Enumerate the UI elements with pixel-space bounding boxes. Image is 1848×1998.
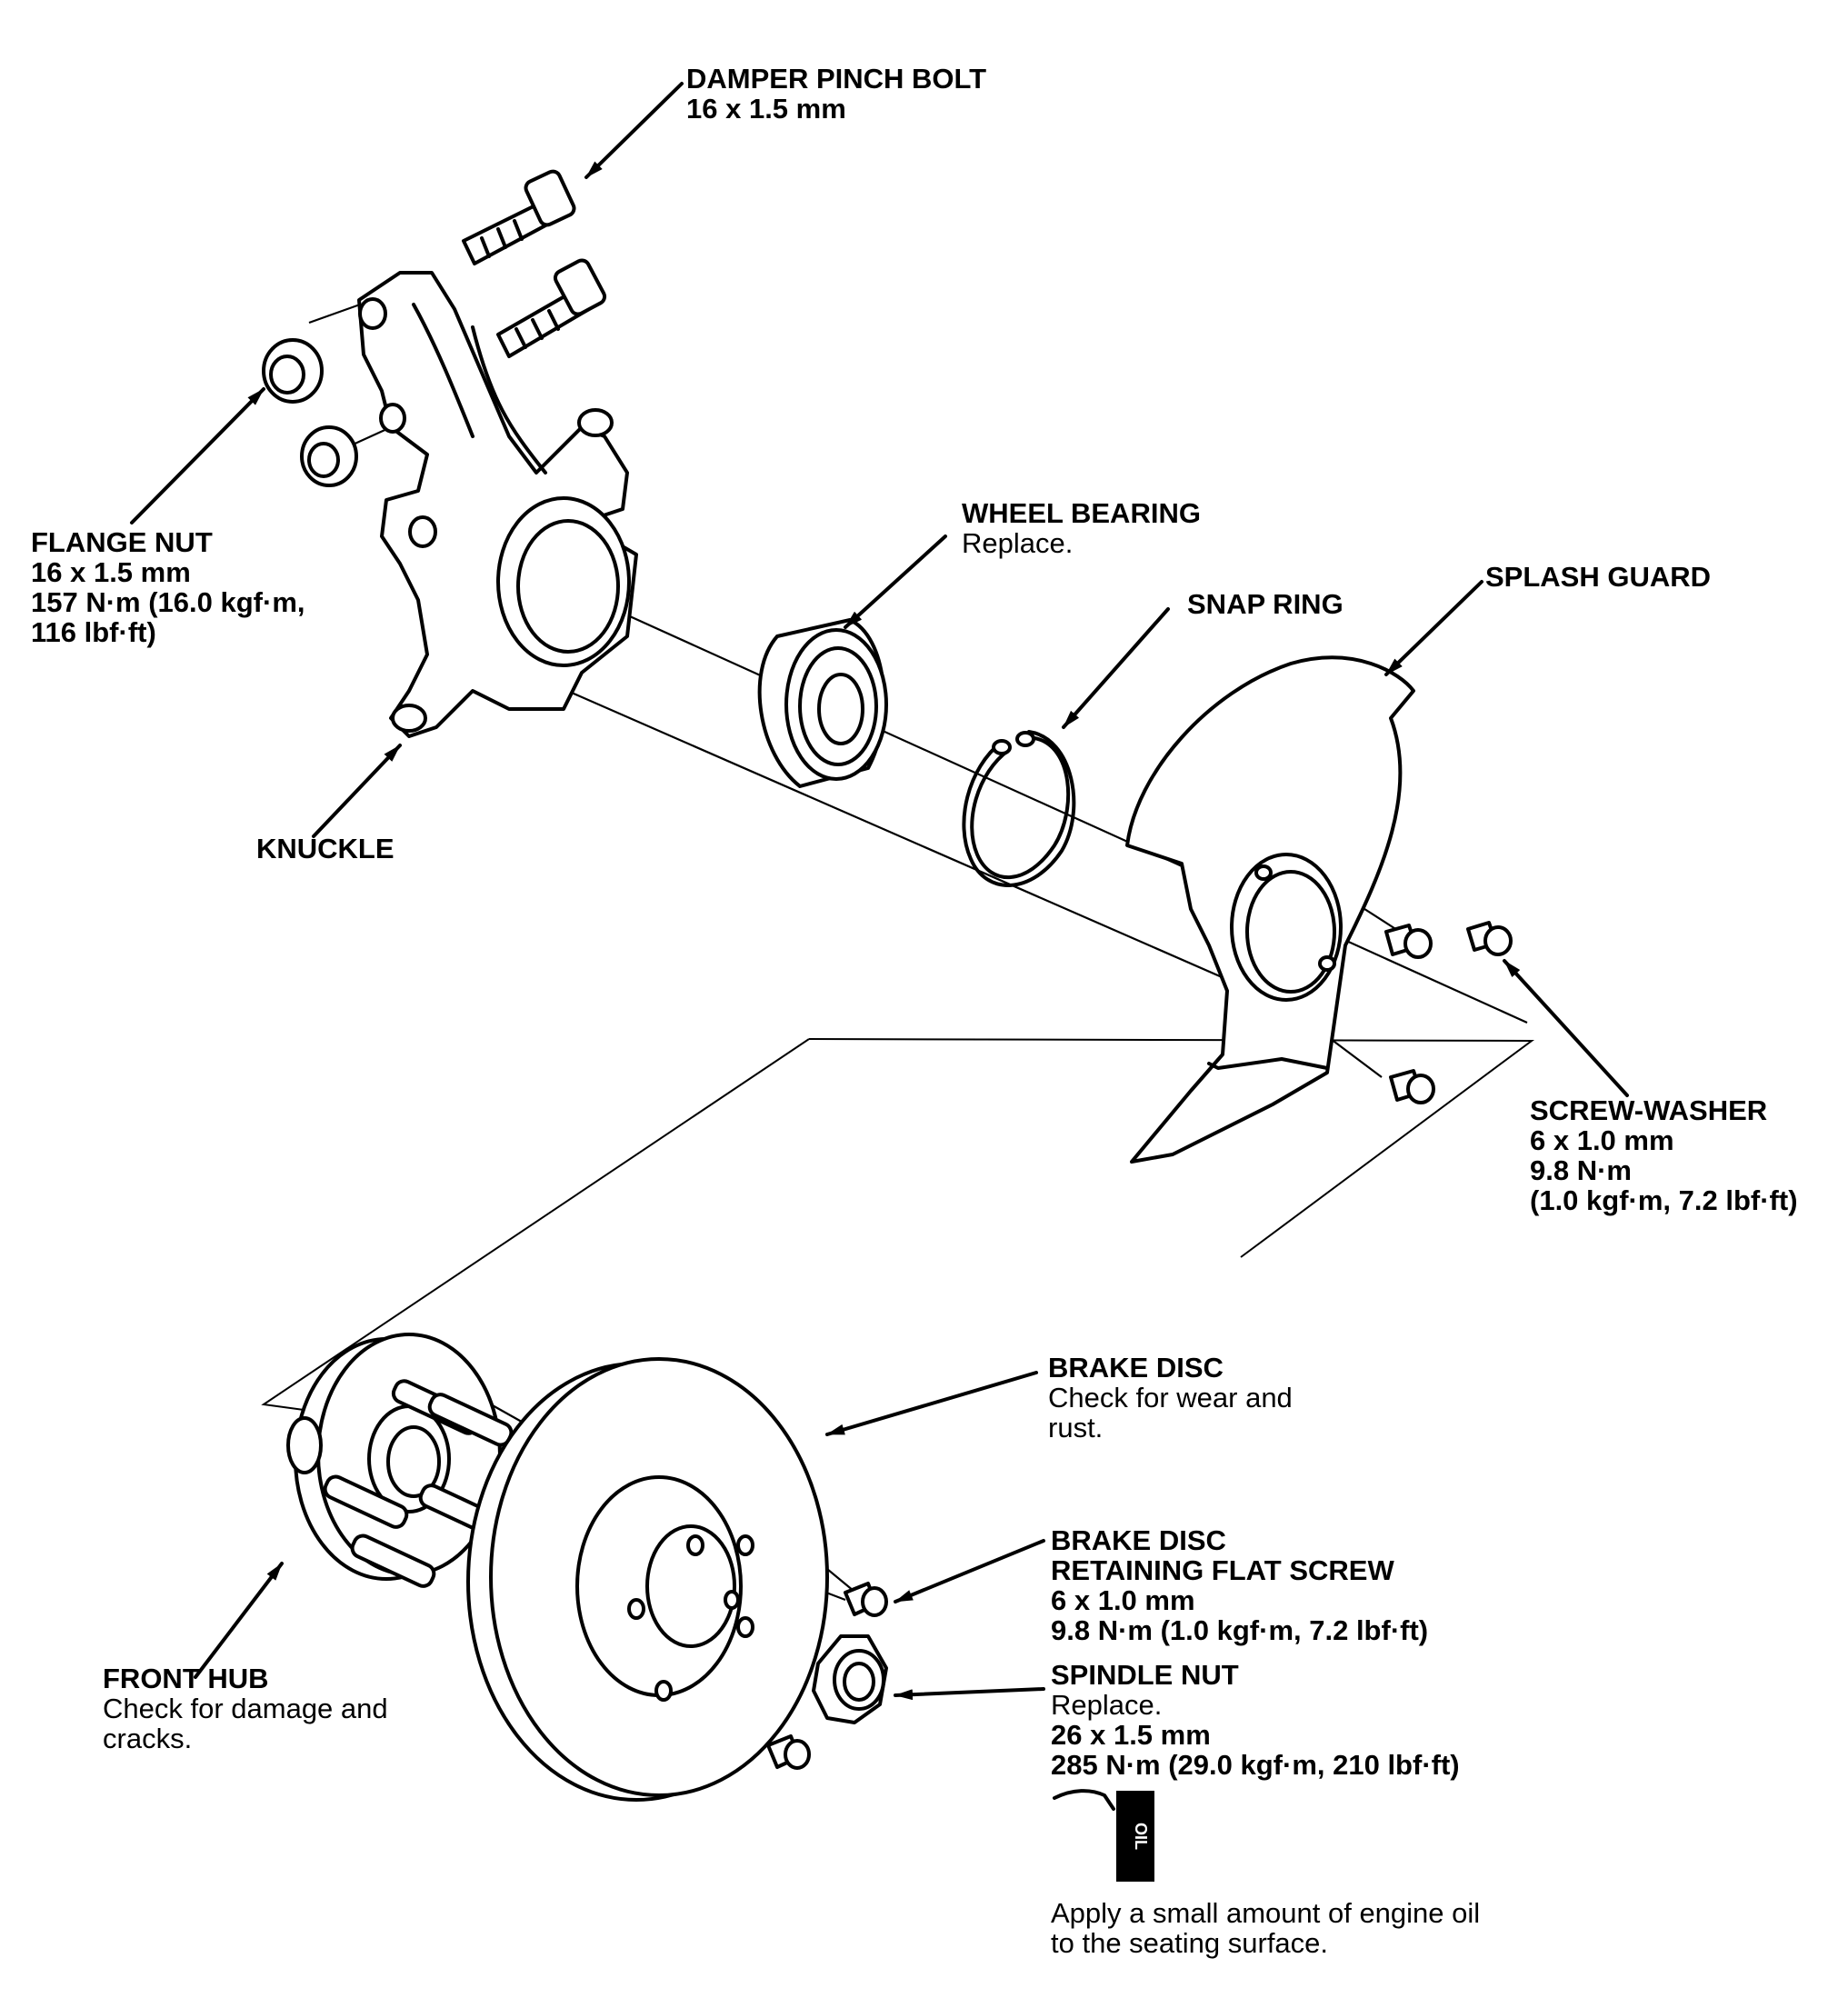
arrow-spindle-nut: [894, 1687, 1045, 1701]
label-spindle-nut: SPINDLE NUT Replace. 26 x 1.5 mm 285 N·m…: [1051, 1659, 1460, 1781]
label-flange-nut: FLANGE NUT 16 x 1.5 mm 157 N·m (16.0 kgf…: [31, 526, 305, 648]
damper-pinch-bolt-upper: [462, 169, 576, 265]
label-damper-pinch-bolt: DAMPER PINCH BOLT 16 x 1.5 mm: [686, 63, 987, 125]
arrow-splash-guard: [1384, 580, 1483, 676]
screw-washer-3: [1389, 1069, 1435, 1104]
brake-disc: [466, 1357, 829, 1802]
flange-nut-lower: [300, 425, 358, 487]
arrow-front-hub: [194, 1562, 284, 1679]
arrow-damper-pinch-bolt: [584, 82, 684, 179]
flange-nut-upper: [262, 338, 324, 404]
knuckle: [357, 271, 638, 738]
wheel-bearing: [757, 618, 888, 788]
arrow-brake-disc: [825, 1371, 1038, 1436]
label-wheel-bearing: WHEEL BEARING Replace.: [962, 497, 1201, 559]
snap-ring: [962, 730, 1076, 887]
arrow-flange-nut: [130, 387, 265, 524]
label-oil-note: Apply a small amount of engine oil to th…: [1051, 1897, 1481, 1959]
damper-pinch-bolt-lower: [496, 258, 607, 358]
label-brake-disc-retaining-flat-screw: BRAKE DISC RETAINING FLAT SCREW 6 x 1.0 …: [1051, 1524, 1429, 1646]
label-snap-ring: SNAP RING: [1187, 588, 1344, 620]
label-screw-washer: SCREW-WASHER 6 x 1.0 mm 9.8 N·m (1.0 kgf…: [1530, 1094, 1798, 1216]
oil-can-text: OIL: [1132, 1823, 1150, 1850]
screw-washer-2: [1466, 921, 1513, 956]
label-front-hub: FRONT HUB Check for damage and cracks.: [103, 1663, 388, 1754]
oil-can-icon: OIL: [1053, 1789, 1154, 1882]
spindle-nut: [812, 1634, 888, 1724]
arrow-screw-washer: [1503, 959, 1629, 1097]
arrow-knuckle: [312, 744, 402, 838]
splash-guard: [1125, 655, 1415, 1164]
leader-arrows: [130, 82, 1629, 1701]
arrow-snap-ring: [1062, 607, 1170, 729]
arrow-flat-screw: [894, 1539, 1045, 1603]
flat-screw-upper: [844, 1582, 888, 1617]
front-hub: [286, 1333, 514, 1588]
label-splash-guard: SPLASH GUARD: [1485, 561, 1712, 593]
screw-washer-1: [1384, 924, 1433, 959]
flat-screw-lower: [766, 1734, 811, 1770]
arrow-wheel-bearing: [844, 534, 947, 629]
label-brake-disc: BRAKE DISC Check for wear and rust.: [1048, 1352, 1293, 1444]
label-knuckle: KNUCKLE: [256, 833, 395, 864]
